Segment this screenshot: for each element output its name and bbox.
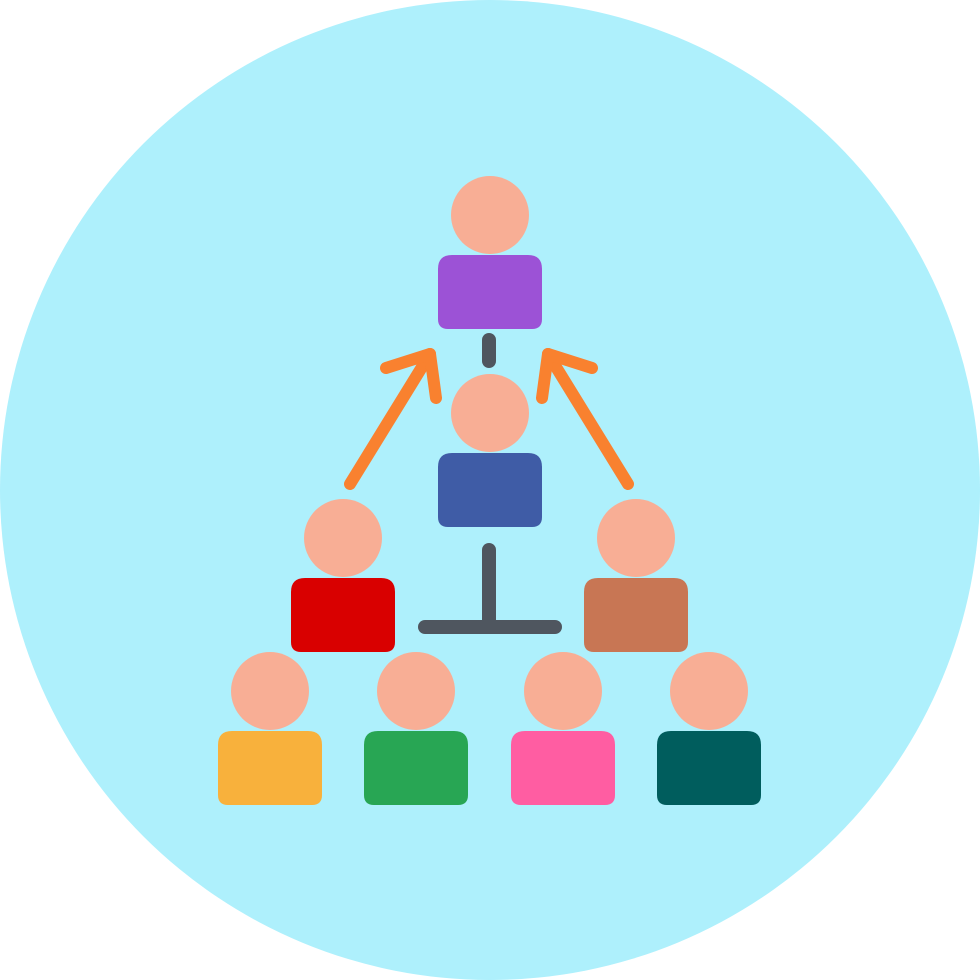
person-icon-member-1 [218,652,322,805]
person-icon-member-3 [511,652,615,805]
person-head [451,374,529,452]
person-icon-leader [438,176,542,329]
person-head [597,499,675,577]
person-head [304,499,382,577]
person-head [377,652,455,730]
person-icon-manager [438,374,542,527]
person-head [231,652,309,730]
person-body [218,731,322,805]
person-body [511,731,615,805]
person-body [364,731,468,805]
person-body [584,578,688,652]
person-head [524,652,602,730]
person-body [438,255,542,329]
org-chart-connector-icon [418,333,562,634]
person-head [670,652,748,730]
person-icon-team-lead-left [291,499,395,652]
person-icon-team-lead-right [584,499,688,652]
up-arrow-icon-left [344,348,442,490]
person-icon-member-2 [364,652,468,805]
person-icon-member-4 [657,652,761,805]
up-arrow-icon-right [536,348,634,490]
person-body [438,453,542,527]
people-group [218,176,761,805]
person-head [451,176,529,254]
person-body [657,731,761,805]
person-body [291,578,395,652]
